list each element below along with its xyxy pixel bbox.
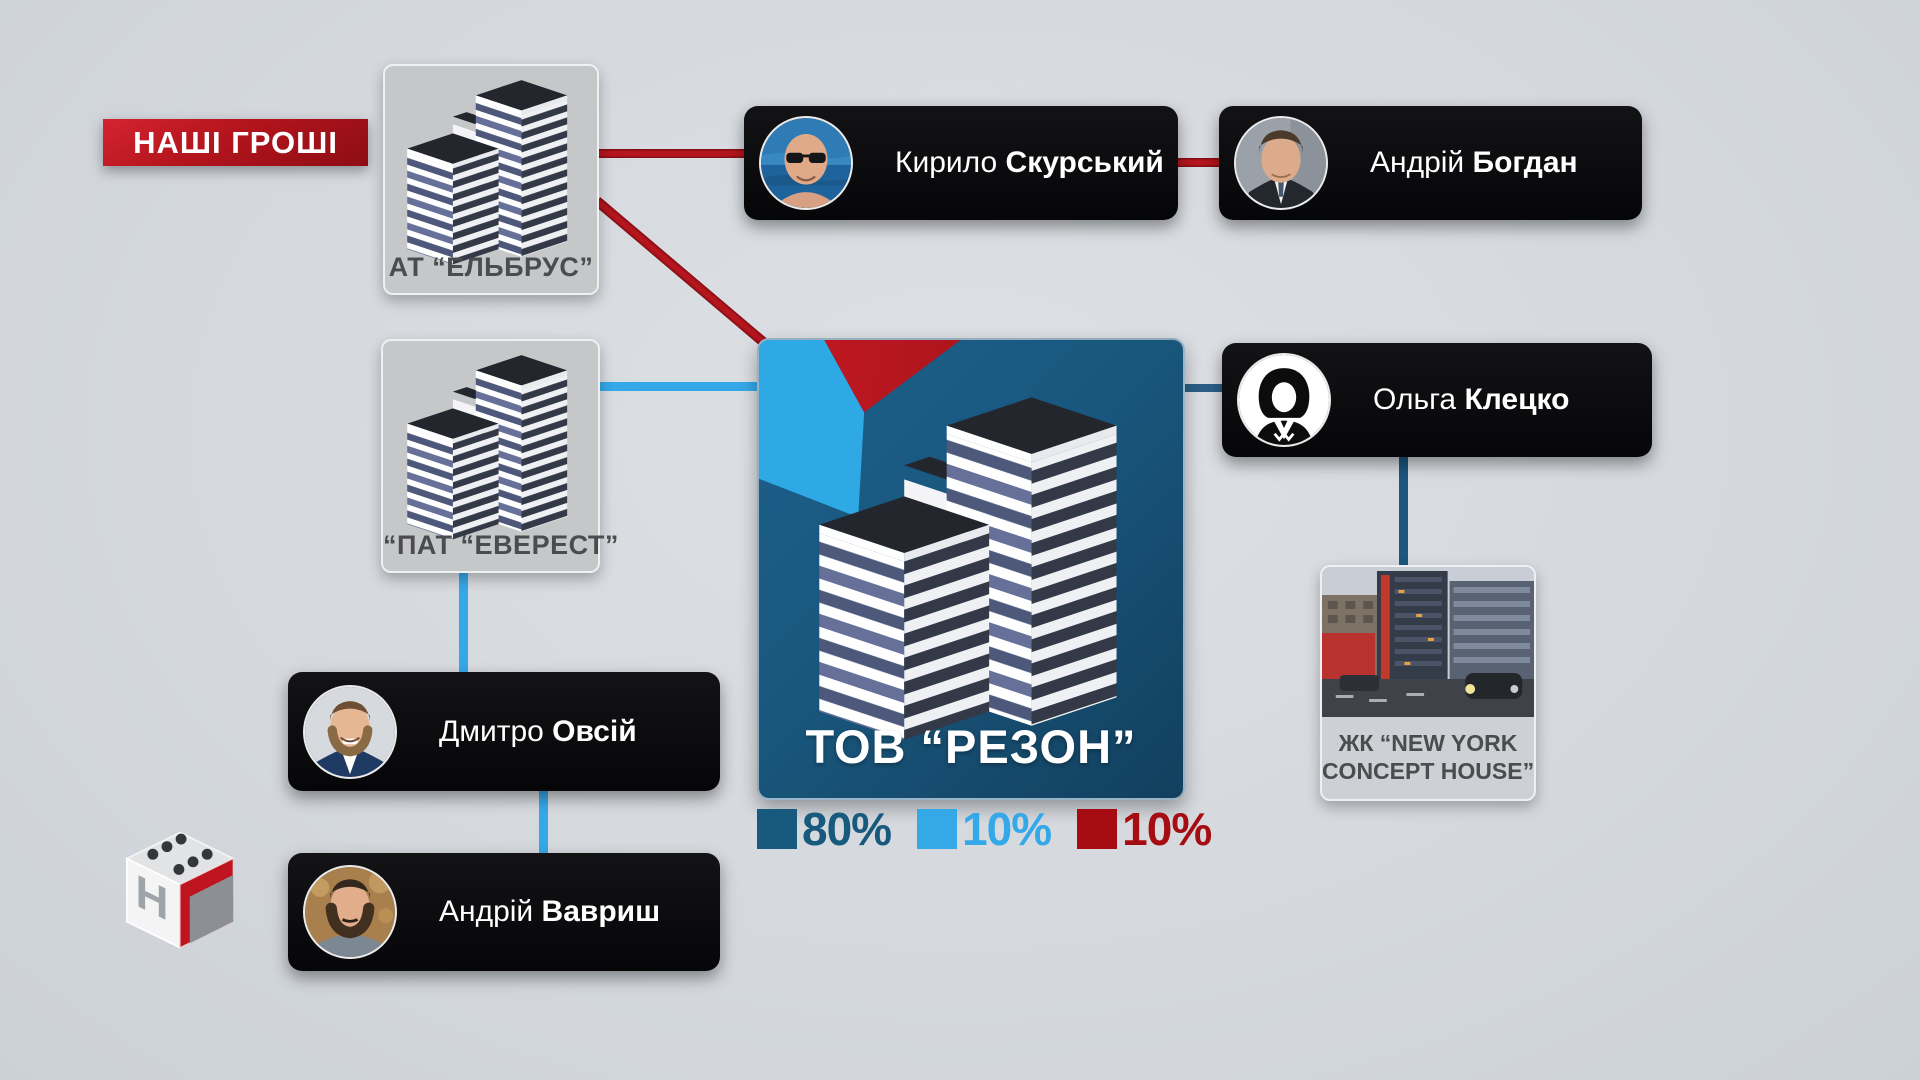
legend-swatch [757, 809, 797, 849]
ownership-legend: 80% 10% 10% [757, 802, 1237, 856]
legend-value: 10% [1122, 803, 1212, 855]
person-name: Дмитро Овсій [439, 714, 637, 748]
legend-swatch [1077, 809, 1118, 849]
property-label: ЖК “NEW YORK CONCEPT HOUSE” [1321, 730, 1535, 784]
person-name: Кирило Скурський [895, 146, 1164, 179]
building-towers-icon [406, 355, 567, 540]
program-badge: НАШІ ГРОШІ [103, 119, 368, 166]
skurskyi-avatar [759, 116, 853, 210]
person-card-skurskyi: Кирило Скурський [744, 106, 1178, 220]
edge-rezon-kletsko [1185, 384, 1222, 392]
person-name: Андрій Вавриш [439, 895, 661, 928]
building-towers-icon [407, 80, 568, 265]
company-label: ТОВ “РЕЗОН” [805, 720, 1137, 773]
program-badge-label: НАШІ ГРОШІ [133, 124, 338, 160]
legend-swatch [917, 809, 958, 849]
bohdan-avatar [1234, 116, 1328, 210]
vavrysh-avatar [303, 865, 397, 959]
company-label: АТ “ЕЛЬБРУС” [388, 252, 594, 282]
person-name: Андрій Богдан [1370, 146, 1578, 179]
person-card-bohdan: Андрій Богдан [1219, 106, 1642, 220]
nashi-hroshi-dice-logo: Н [124, 831, 236, 949]
new-york-concept-house-photo [1322, 567, 1534, 717]
ovsii-avatar [303, 684, 397, 779]
company-card-everest: “ПАТ “ЕВЕРЕСТ” [381, 339, 619, 573]
edge-kletsko-property [1399, 457, 1408, 566]
company-card-rezon: ТОВ “РЕЗОН” [757, 338, 1185, 800]
edge-skurskyi-bohdan [1178, 158, 1219, 167]
edge-elbrus-skurskyi [595, 149, 744, 158]
person-name: Ольга Клецко [1373, 383, 1570, 416]
person-card-kletsko: Ольга Клецко [1222, 343, 1652, 457]
person-card-vavrysh: Андрій Вавриш [288, 853, 720, 971]
kletsko-avatar [1237, 353, 1331, 447]
building-towers-icon [819, 397, 1117, 740]
legend-item: 80% [757, 802, 892, 856]
company-label: “ПАТ “ЕВЕРЕСТ” [383, 530, 619, 560]
edge-ovsii-vavrysh [539, 790, 548, 854]
company-card-elbrus: АТ “ЕЛЬБРУС” [383, 64, 599, 295]
property-card-nyc-house: ЖК “NEW YORK CONCEPT HOUSE” [1320, 565, 1536, 801]
legend-value: 80% [802, 803, 892, 855]
legend-value: 10% [962, 803, 1052, 855]
edge-everest-ovsii [459, 569, 468, 673]
edge-everest-rezon [596, 382, 757, 391]
legend-item: 10% [917, 802, 1052, 856]
person-card-ovsii: Дмитро Овсій [288, 672, 720, 791]
legend-item: 10% [1077, 802, 1212, 856]
